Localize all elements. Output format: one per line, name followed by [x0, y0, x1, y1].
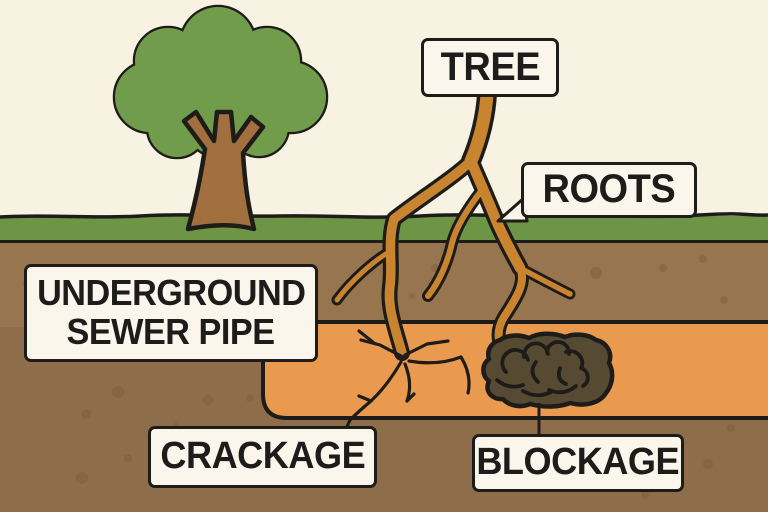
crackage-label: CRACKAGE — [148, 426, 377, 488]
pipe-label-line1: UNDERGROUND — [36, 272, 306, 314]
pipe-label-line2: SEWER PIPE — [66, 311, 276, 352]
blockage-label: BLOCKAGE — [472, 434, 684, 492]
blockage-label-text: BLOCKAGE — [476, 441, 680, 484]
blockage-blob — [481, 331, 615, 435]
roots-label-text: ROOTS — [542, 167, 676, 212]
crackage-label-text: CRACKAGE — [160, 435, 365, 478]
roots-label: ROOTS — [521, 162, 697, 218]
tree-roots — [331, 83, 576, 361]
tree-label: TREE — [421, 38, 559, 97]
underground-sewer-pipe-label: UNDERGROUND SEWER PIPE — [24, 264, 318, 362]
pipe-cracks — [344, 329, 471, 431]
tree-trunk — [181, 109, 266, 232]
tree-label-text: TREE — [440, 44, 540, 89]
